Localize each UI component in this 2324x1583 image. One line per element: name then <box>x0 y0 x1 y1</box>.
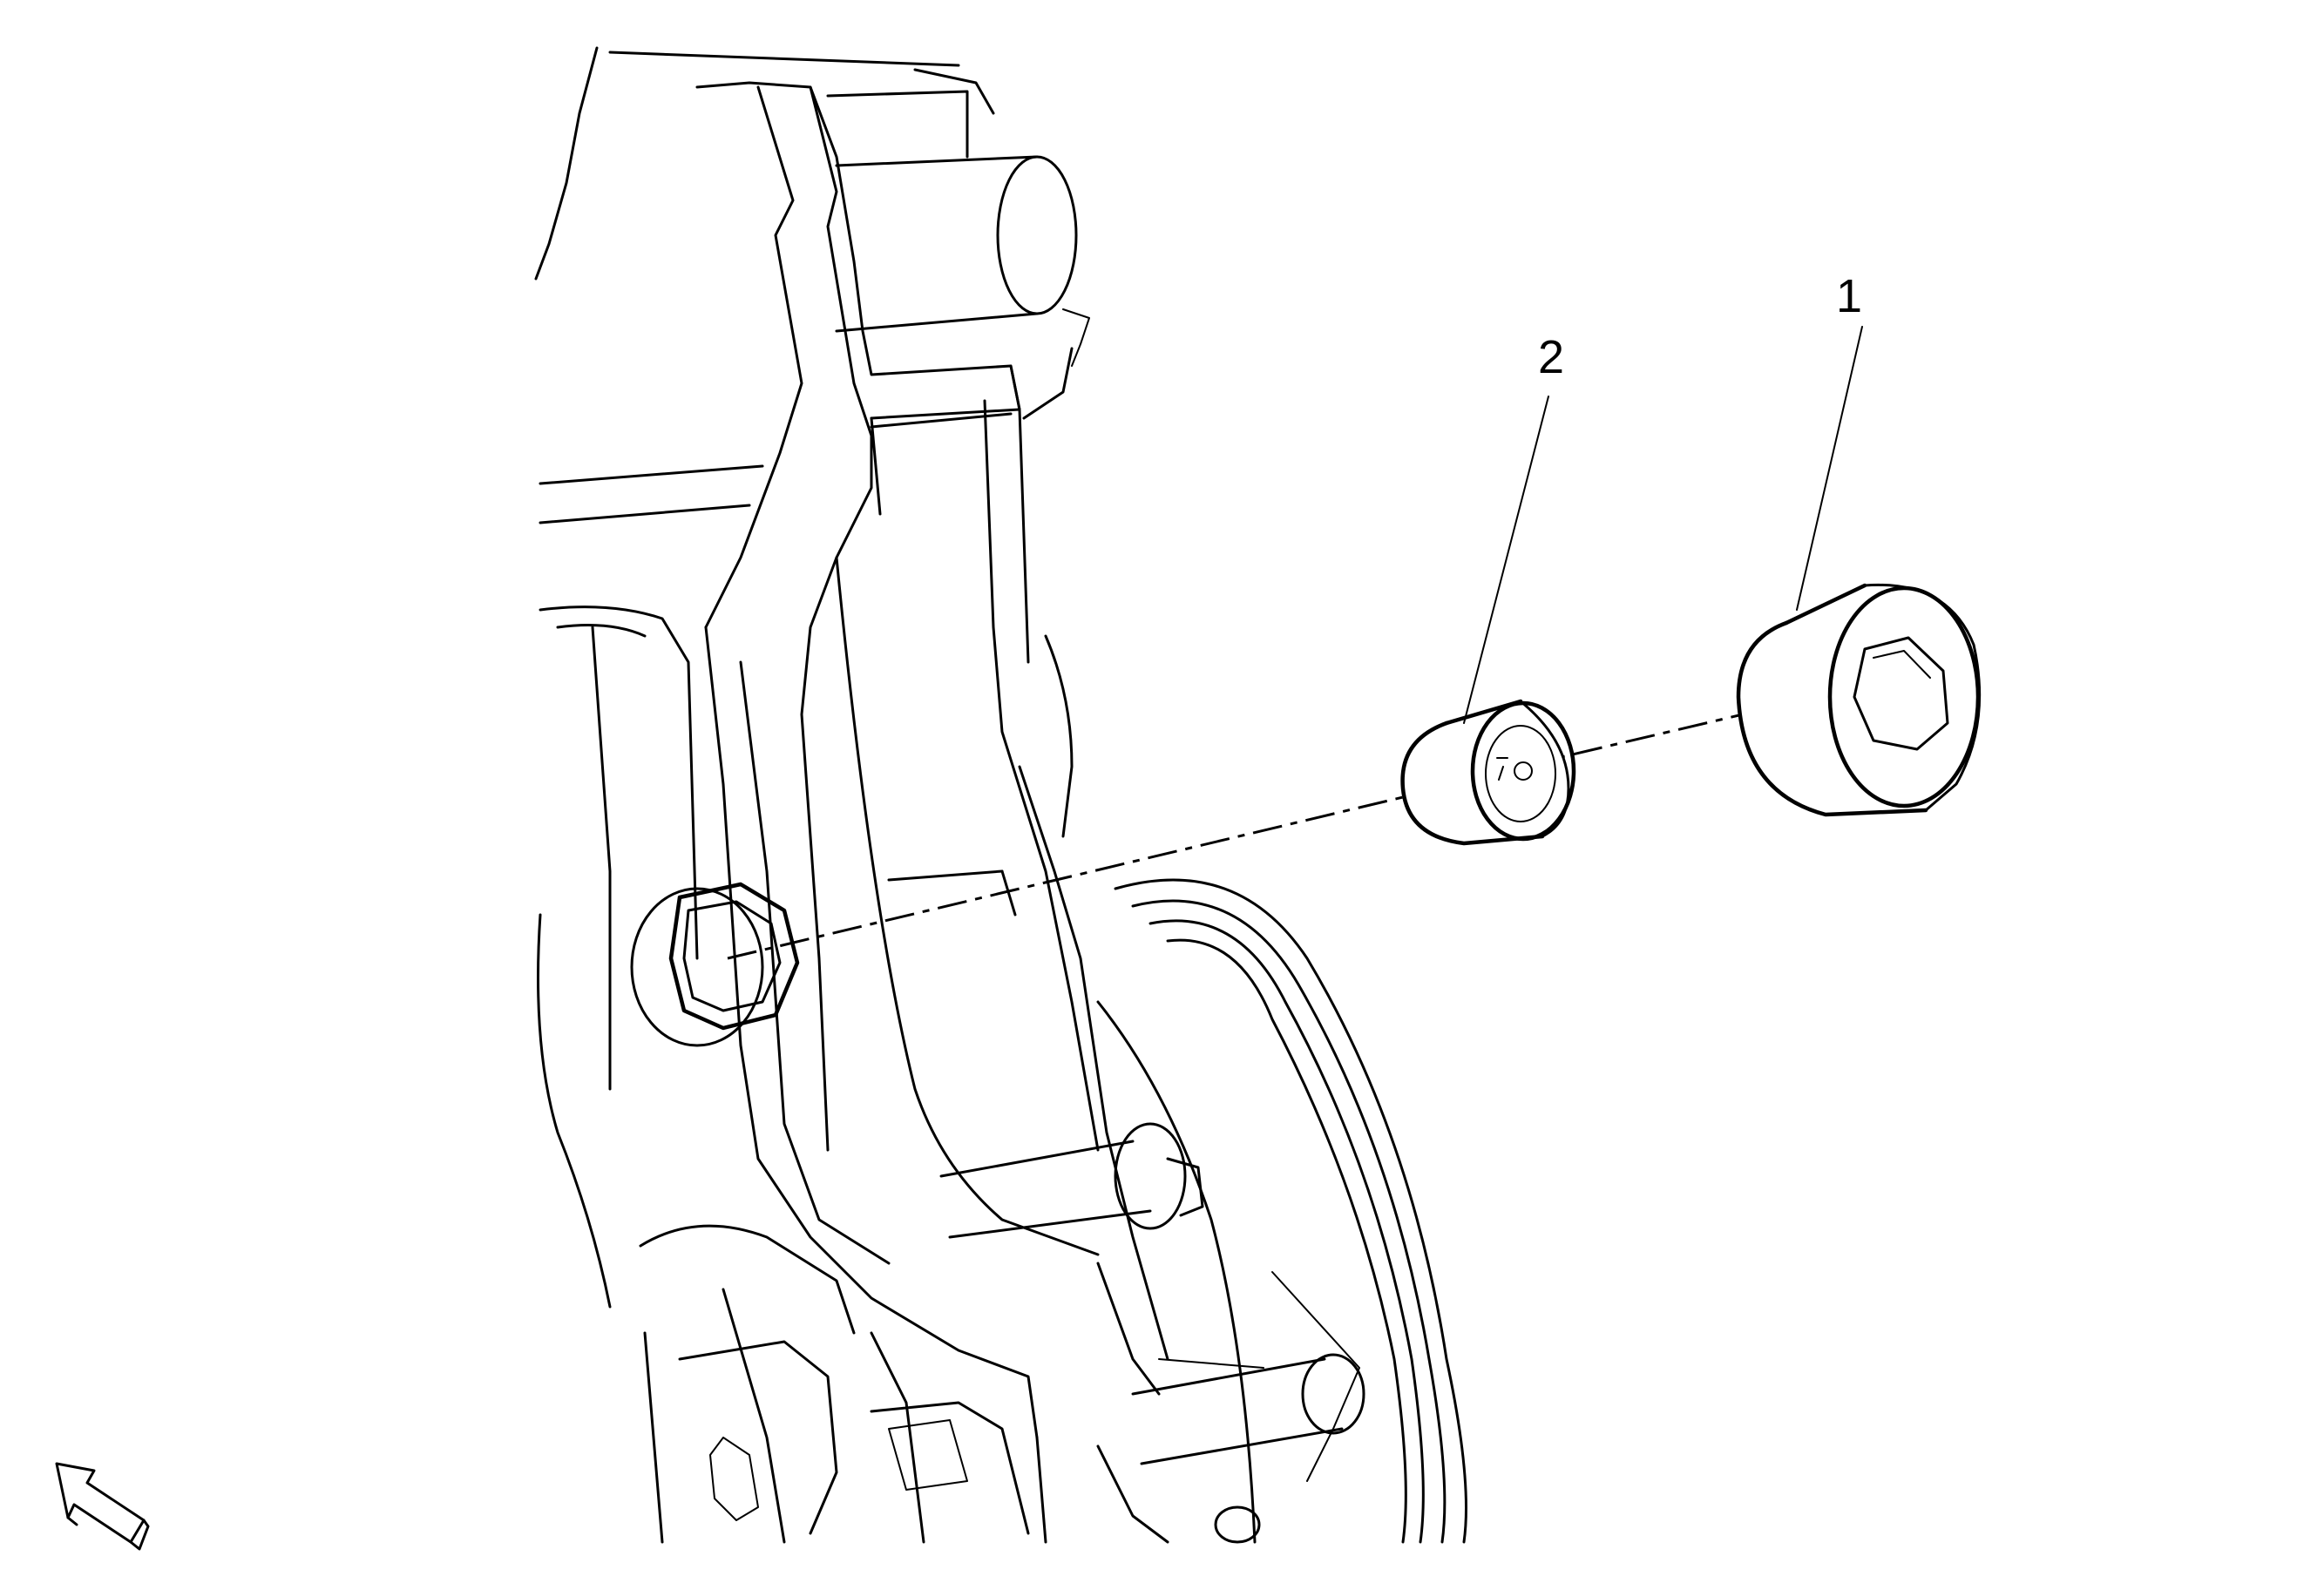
view-direction-arrow-icon <box>55 1462 150 1551</box>
callout-leader-1 <box>1796 326 1863 611</box>
tensioner-bracket <box>695 81 1169 1544</box>
pivot-cylinder <box>826 68 1090 367</box>
engine-housing <box>534 46 1030 1544</box>
idler-shaft <box>939 1122 1365 1544</box>
callout-leaders <box>1463 326 1863 724</box>
alignment-axis <box>727 713 1744 960</box>
spacer-part-2 <box>1400 699 1576 846</box>
callout-leader-2 <box>1463 396 1549 724</box>
bolt-part-1 <box>1736 583 1982 817</box>
callout-label-1: 1 <box>1836 270 1862 322</box>
callout-label-2: 2 <box>1538 331 1564 383</box>
pulley <box>1044 634 1467 1544</box>
